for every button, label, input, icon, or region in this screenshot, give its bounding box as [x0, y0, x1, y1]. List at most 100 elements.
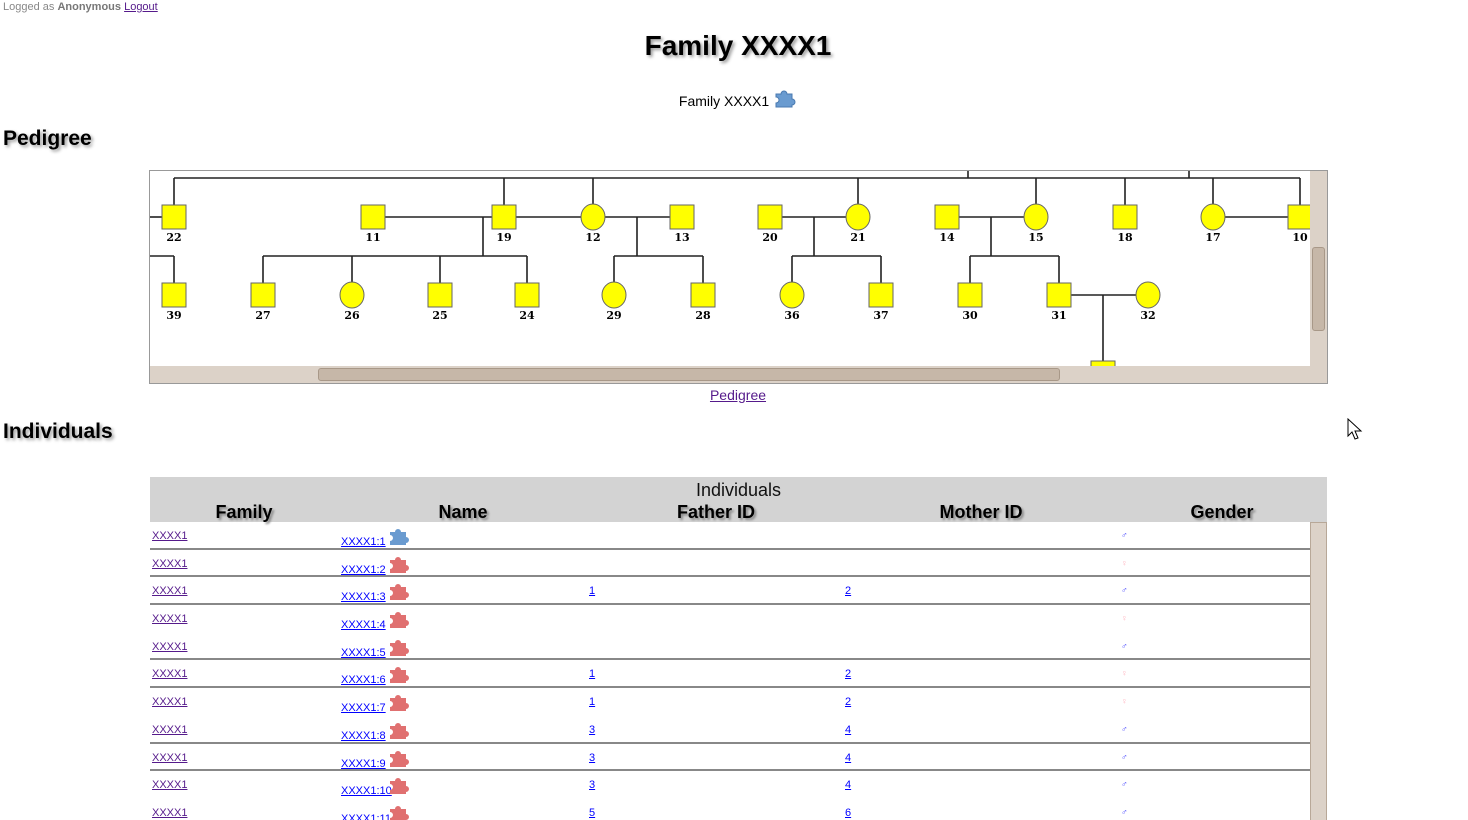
table-scrollbar[interactable] [1310, 522, 1327, 820]
father-id-link[interactable]: 3 [589, 723, 596, 736]
column-header-gender[interactable]: Gender [1190, 502, 1254, 522]
father-id-link[interactable]: 1 [589, 585, 596, 598]
column-header-name[interactable]: Name [438, 502, 488, 522]
family-link[interactable]: XXXX1 [152, 751, 188, 764]
pedigree-node-29[interactable] [601, 281, 627, 309]
horizontal-scroll-thumb[interactable] [318, 368, 1060, 381]
pedigree-link-wrap: Pedigree [0, 387, 1468, 403]
column-header-mother-id[interactable]: Mother ID [939, 502, 1023, 522]
puzzle-icon[interactable] [387, 581, 411, 601]
pedigree-node-24[interactable] [514, 282, 540, 308]
family-link[interactable]: XXXX1 [152, 640, 188, 653]
family-link[interactable]: XXXX1 [152, 696, 188, 709]
pedigree-node-label: 28 [695, 309, 711, 322]
pedigree-node-15[interactable] [1023, 203, 1049, 231]
puzzle-icon[interactable] [387, 637, 411, 657]
pedigree-node-label: 21 [850, 231, 865, 244]
family-link[interactable]: XXXX1 [152, 806, 188, 819]
pedigree-node-label: 26 [344, 309, 360, 322]
column-header-family[interactable]: Family [215, 502, 273, 522]
pedigree-node-12[interactable] [580, 203, 606, 231]
pedigree-node-label: 15 [1028, 231, 1043, 244]
pedigree-link[interactable]: Pedigree [709, 387, 767, 403]
pedigree-node-label: 24 [519, 309, 535, 322]
father-id-link[interactable]: 3 [589, 751, 596, 764]
horizontal-scrollbar[interactable] [150, 366, 1327, 383]
pedigree-node-10[interactable] [1287, 204, 1310, 230]
pedigree-node-19[interactable] [491, 204, 517, 230]
puzzle-icon[interactable] [773, 88, 797, 108]
vertical-scroll-thumb[interactable] [1312, 247, 1325, 331]
puzzle-icon[interactable] [387, 609, 411, 629]
pedigree-node-label: 27 [255, 309, 270, 322]
individual-link[interactable]: XXXX1:3 [341, 591, 386, 604]
father-id-link[interactable]: 1 [589, 668, 596, 681]
father-id-link[interactable]: 3 [589, 779, 596, 792]
mother-id-link[interactable]: 6 [845, 806, 852, 819]
individual-link[interactable]: XXXX1:4 [341, 619, 386, 632]
pedigree-node-28[interactable] [690, 282, 716, 308]
pedigree-node-20[interactable] [757, 204, 783, 230]
puzzle-icon[interactable] [387, 803, 411, 820]
individual-link[interactable]: XXXX1:5 [341, 646, 386, 659]
father-id-link[interactable]: 5 [589, 806, 596, 819]
logout-link[interactable]: Logout [124, 1, 158, 13]
pedigree-node-11[interactable] [360, 204, 386, 230]
individual-link[interactable]: XXXX1:1 [341, 536, 386, 548]
mother-id-link[interactable]: 2 [845, 585, 852, 598]
pedigree-node-39[interactable] [161, 282, 187, 308]
pedigree-node-18[interactable] [1112, 204, 1138, 230]
puzzle-icon[interactable] [387, 775, 411, 795]
puzzle-icon[interactable] [387, 526, 411, 546]
puzzle-icon[interactable] [387, 720, 411, 740]
pedigree-node-32[interactable] [1135, 281, 1161, 309]
pedigree-node-25[interactable] [427, 282, 453, 308]
mother-id-link[interactable]: 2 [845, 668, 852, 681]
puzzle-icon[interactable] [387, 554, 411, 574]
individual-link[interactable]: XXXX1:11 [341, 812, 391, 820]
individual-link[interactable]: XXXX1:9 [341, 757, 386, 770]
pedigree-node-36[interactable] [779, 281, 805, 309]
family-link[interactable]: XXXX1 [152, 585, 188, 598]
family-link[interactable]: XXXX1 [152, 557, 188, 570]
pedigree-node-21[interactable] [845, 203, 871, 231]
individual-link[interactable]: XXXX1:7 [341, 702, 386, 715]
pedigree-node-22[interactable] [161, 204, 187, 230]
vertical-scrollbar[interactable] [1310, 171, 1327, 366]
mother-id-link[interactable]: 4 [845, 779, 852, 792]
subtitle-text: Family XXXX1 [678, 93, 770, 109]
column-header-father-id[interactable]: Father ID [676, 502, 756, 522]
pedigree-node-17[interactable] [1200, 203, 1226, 231]
mother-id-link[interactable]: 4 [845, 751, 852, 764]
family-link[interactable]: XXXX1 [152, 613, 188, 626]
gender-icon: ♀ [1121, 696, 1128, 707]
pedigree-node-37[interactable] [868, 282, 894, 308]
family-link[interactable]: XXXX1 [152, 723, 188, 736]
individual-link[interactable]: XXXX1:8 [341, 729, 386, 742]
individual-link[interactable]: XXXX1:2 [341, 563, 386, 576]
pedigree-node-26[interactable] [339, 281, 365, 309]
father-id-link[interactable]: 1 [589, 696, 596, 709]
mother-id-link[interactable]: 4 [845, 723, 852, 736]
username: Anonymous [57, 1, 122, 13]
family-link[interactable]: XXXX1 [152, 779, 188, 792]
pedigree-node-27[interactable] [250, 282, 276, 308]
pedigree-node-label: 25 [432, 309, 447, 322]
family-link[interactable]: XXXX1 [152, 530, 188, 542]
family-link[interactable]: XXXX1 [152, 668, 188, 681]
table-row: XXXX1 XXXX1:3 1 2 ♂ [150, 577, 1310, 606]
mother-id-link[interactable]: 2 [845, 696, 852, 709]
pedigree-node[interactable] [1090, 360, 1116, 366]
individual-link[interactable]: XXXX1:6 [341, 674, 386, 687]
table-row: XXXX1 XXXX1:5 ♂ [150, 633, 1310, 661]
puzzle-icon[interactable] [387, 748, 411, 768]
puzzle-icon[interactable] [387, 664, 411, 684]
pedigree-node-31[interactable] [1046, 282, 1072, 308]
pedigree-node-13[interactable] [669, 204, 695, 230]
table-caption: Individuals [695, 480, 782, 500]
individual-link[interactable]: XXXX1:10 [341, 785, 392, 798]
pedigree-node-30[interactable] [957, 282, 983, 308]
pedigree-node-14[interactable] [934, 204, 960, 230]
puzzle-icon[interactable] [387, 692, 411, 712]
